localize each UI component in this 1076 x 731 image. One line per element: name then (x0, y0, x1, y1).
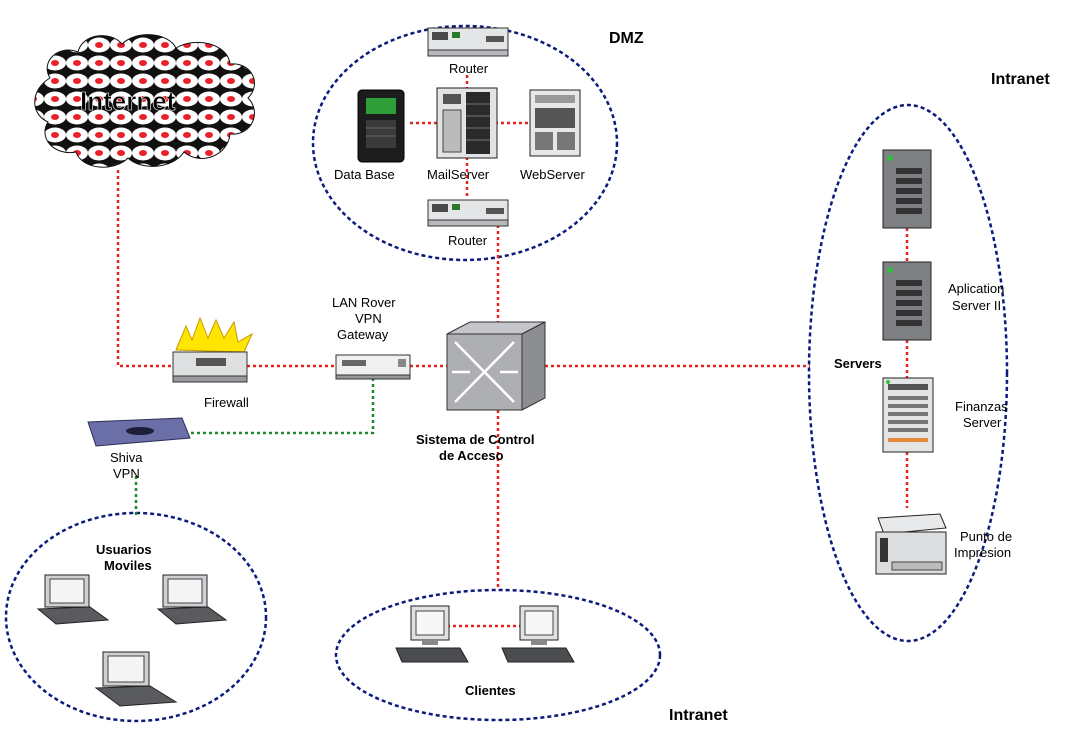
app-server-label-2: Server II (952, 298, 1001, 313)
intranet-bottom-zone (334, 588, 662, 722)
lan-rover-device[interactable]: LAN Rover VPN Gateway (332, 295, 411, 380)
switch-label-1: Sistema de Control (416, 432, 534, 447)
green-links (134, 378, 375, 518)
internet-label: Internet (80, 86, 176, 116)
client-pc-2[interactable] (501, 605, 575, 663)
router-top-label: Router (449, 61, 489, 76)
printer-label-2: Impresion (954, 545, 1011, 560)
shiva-label-1: Shiva (110, 450, 143, 465)
mailserver-device[interactable]: MailServer (427, 87, 498, 182)
client-pc-1[interactable] (395, 605, 469, 663)
router-bottom[interactable]: Router (427, 199, 509, 248)
mobile-users-label-1: Usuarios (96, 542, 152, 557)
webserver-label: WebServer (520, 167, 585, 182)
router-top[interactable]: Router (427, 27, 509, 76)
access-control-switch[interactable]: Sistema de Control de Acceso (416, 321, 546, 463)
finanzas-label-2: Server (963, 415, 1002, 430)
red-links (116, 75, 909, 628)
laptop-2[interactable] (156, 574, 228, 625)
dmz-label: DMZ (609, 30, 644, 47)
dmz-zone (311, 24, 619, 262)
server-top[interactable] (882, 149, 932, 229)
firewall-label: Firewall (204, 395, 249, 410)
shiva-label-2: VPN (113, 466, 140, 481)
firewall-device[interactable]: Firewall (172, 316, 254, 410)
lan-rover-label-3: Gateway (337, 327, 389, 342)
laptop-3[interactable] (94, 651, 178, 707)
router-bottom-label: Router (448, 233, 488, 248)
shiva-vpn-device[interactable]: Shiva VPN (87, 417, 191, 481)
webserver-device[interactable]: WebServer (520, 89, 585, 182)
app-server-label-1: Aplication (948, 281, 1004, 296)
mobile-users-zone (4, 511, 268, 723)
finanzas-server[interactable]: Finanzas Server (882, 377, 1008, 453)
laptop-1[interactable] (36, 574, 110, 625)
mobile-users-label-2: Moviles (104, 558, 152, 573)
internet-cloud: Internet (34, 34, 255, 168)
servers-group-label: Servers (834, 356, 882, 371)
intranet-bottom-label: Intranet (669, 707, 728, 724)
database-device[interactable]: Data Base (334, 89, 405, 182)
printer-device[interactable]: Punto de Impresion (875, 513, 1012, 575)
lan-rover-label-1: LAN Rover (332, 295, 396, 310)
intranet-right-zone (807, 103, 1009, 643)
finanzas-label-1: Finanzas (955, 399, 1008, 414)
intranet-right-label: Intranet (991, 71, 1050, 88)
mailserver-label: MailServer (427, 167, 490, 182)
clients-label: Clientes (465, 683, 516, 698)
switch-label-2: de Acceso (439, 448, 504, 463)
database-label: Data Base (334, 167, 395, 182)
application-server[interactable]: Aplication Server II (882, 261, 1004, 341)
printer-label-1: Punto de (960, 529, 1012, 544)
lan-rover-label-2: VPN (355, 311, 382, 326)
